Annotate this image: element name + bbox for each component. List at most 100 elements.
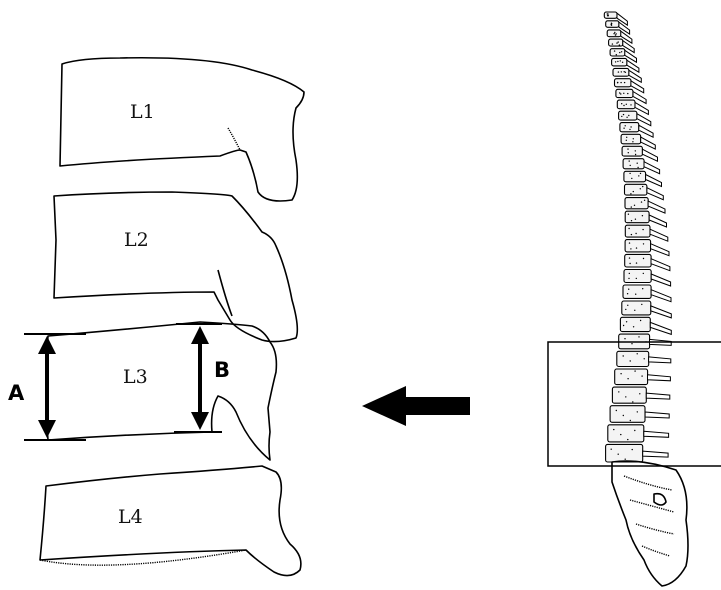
- spine-texture-dot: [636, 278, 637, 279]
- spine-texture-dot: [621, 116, 622, 117]
- spine-texture-dot: [629, 160, 630, 161]
- spine-spinous-process: [644, 431, 669, 437]
- spine-texture-dot: [619, 44, 620, 45]
- spine-texture-dot: [629, 273, 630, 274]
- spine-spinous-process: [649, 357, 671, 363]
- spine-texture-dot: [627, 148, 628, 149]
- spine-texture-dot: [628, 214, 629, 215]
- spine-texture-dot: [625, 72, 626, 73]
- spine-texture-dot: [615, 61, 616, 62]
- spine-texture-dot: [642, 288, 643, 289]
- spine-texture-dot: [627, 439, 628, 440]
- spine-vertebra-body: [622, 301, 651, 315]
- spine-vertebra-body: [625, 240, 651, 252]
- spine-texture-dot: [611, 449, 612, 450]
- spine-texture-dot: [620, 82, 621, 83]
- spine-texture-dot: [627, 378, 628, 379]
- spine-texture-dot: [630, 193, 631, 194]
- spine-texture-dot: [634, 430, 635, 431]
- spine-texture-dot: [631, 206, 632, 207]
- spine-spinous-process: [650, 322, 671, 334]
- spine-texture-dot: [620, 60, 621, 61]
- spine-texture-dot: [642, 215, 643, 216]
- spine-texture-dot: [623, 128, 624, 129]
- spine-vertebra-body: [610, 406, 645, 423]
- spine-texture-dot: [616, 42, 617, 43]
- spine-texture-dot: [631, 234, 632, 235]
- measurement-label-b: B: [214, 358, 230, 382]
- spine-texture-dot: [640, 320, 641, 321]
- sacrum: [612, 461, 688, 586]
- spine-texture-dot: [620, 434, 621, 435]
- spine-vertebra-body: [625, 254, 651, 267]
- spine-texture-dot: [614, 32, 615, 33]
- spine-texture-dot: [611, 24, 612, 25]
- spine-texture-dot: [621, 71, 622, 72]
- spine-texture-dot: [612, 43, 613, 44]
- spine-texture-dot: [617, 82, 618, 83]
- spine-vertebra-body: [625, 211, 649, 223]
- spine-texture-dot: [637, 167, 638, 168]
- spine-texture-dot: [625, 459, 626, 460]
- spine-texture-dot: [627, 93, 628, 94]
- spine-spinous-process: [651, 274, 670, 286]
- spine-vertebra-body: [612, 58, 627, 66]
- spine-vertebra-body: [623, 159, 644, 169]
- spine-spinous-process: [644, 162, 660, 174]
- spine-texture-dot: [630, 360, 631, 361]
- spine-texture-dot: [630, 126, 631, 127]
- vertebral-column: [604, 12, 671, 462]
- measurement-label-a: A: [8, 381, 25, 405]
- enlarged-lumbar-vertebrae: L1 L2 L3 L4 A: [8, 58, 304, 576]
- spine-spinous-process: [648, 201, 665, 213]
- spine-texture-dot: [631, 343, 632, 344]
- vertebra-l4: L4: [40, 466, 301, 576]
- spine-texture-dot: [627, 305, 628, 306]
- spine-texture-dot: [636, 247, 637, 248]
- spine-texture-dot: [623, 415, 624, 416]
- spine-texture-dot: [623, 355, 624, 356]
- spine-texture-dot: [625, 125, 626, 126]
- spine-texture-dot: [623, 114, 624, 115]
- spine-texture-dot: [632, 141, 633, 142]
- spine-texture-dot: [628, 228, 629, 229]
- spine-texture-dot: [641, 304, 642, 305]
- spine-spinous-process: [646, 175, 662, 187]
- spine-spinous-process: [651, 244, 669, 256]
- spine-texture-dot: [640, 173, 641, 174]
- spine-texture-dot: [626, 321, 627, 322]
- spine-texture-dot: [613, 33, 614, 34]
- spine-texture-dot: [636, 262, 637, 263]
- spine-texture-dot: [614, 50, 615, 51]
- spine-texture-dot: [637, 353, 638, 354]
- spine-texture-dot: [637, 163, 638, 164]
- spine-vertebra-body: [606, 444, 643, 462]
- spine-spinous-process: [651, 290, 671, 302]
- full-spine-illustration: [548, 12, 721, 586]
- spine-texture-dot: [635, 154, 636, 155]
- spine-vertebra-body: [622, 146, 642, 156]
- spine-texture-dot: [628, 152, 629, 153]
- spine-vertebra-body: [612, 387, 646, 403]
- direction-arrow: [362, 386, 470, 426]
- spine-texture-dot: [635, 233, 636, 234]
- spine-texture-dot: [630, 248, 631, 249]
- vertebra-l2: L2: [54, 192, 297, 342]
- spine-texture-dot: [630, 420, 631, 421]
- spine-texture-dot: [634, 205, 635, 206]
- spine-texture-dot: [611, 23, 612, 24]
- spine-texture-dot: [644, 200, 645, 201]
- spine-spinous-process: [650, 229, 668, 241]
- spine-texture-dot: [618, 454, 619, 455]
- spine-texture-dot: [623, 93, 624, 94]
- spine-texture-dot: [644, 358, 645, 359]
- spine-texture-dot: [633, 138, 634, 139]
- spine-texture-dot: [640, 188, 641, 189]
- spine-texture-dot: [638, 175, 639, 176]
- spine-texture-dot: [629, 129, 630, 130]
- spine-texture-dot: [629, 263, 630, 264]
- spine-texture-dot: [635, 294, 636, 295]
- spine-texture-dot: [632, 449, 633, 450]
- spine-texture-dot: [631, 220, 632, 221]
- spine-texture-dot: [626, 140, 627, 141]
